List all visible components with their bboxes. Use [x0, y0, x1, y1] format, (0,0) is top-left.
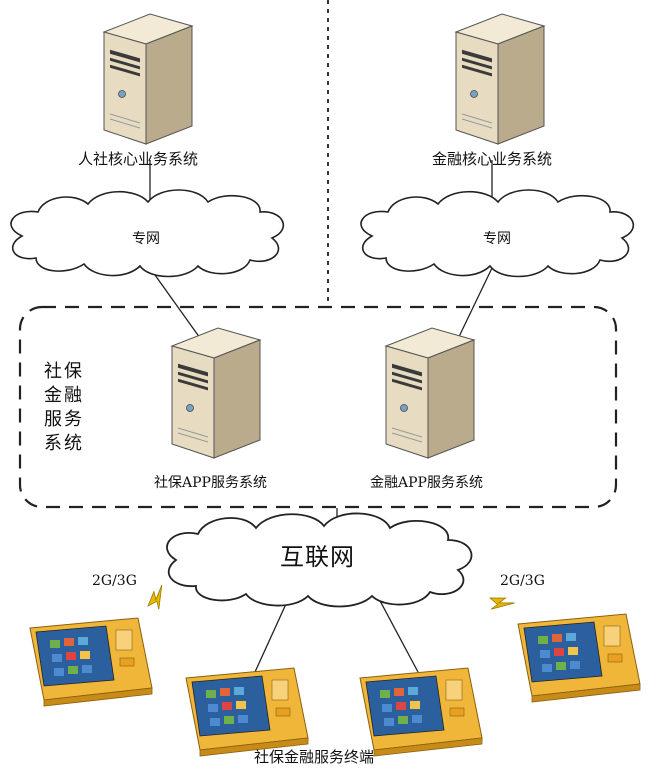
cloud-icon [360, 189, 634, 278]
server-icon [171, 327, 261, 459]
social-app-service-label: 社保APP服务系统 [154, 475, 267, 491]
wireless-right-label: 2G/3G [500, 573, 545, 589]
terminal-icon [185, 667, 309, 757]
finance-app-service-label: 金融APP服务系统 [370, 475, 483, 491]
cloud-icon [10, 189, 284, 278]
terminal-icon [29, 617, 153, 707]
service-group-title-line: 金融 [44, 385, 84, 406]
service-group-title-line: 系统 [44, 433, 84, 454]
lightning-icon [141, 584, 172, 614]
private-network-right-label: 专网 [483, 231, 511, 247]
terminal-icon [517, 613, 641, 703]
cloud-icon [166, 512, 473, 608]
service-group-box [18, 305, 618, 509]
server-icon [385, 327, 475, 459]
server-icon [455, 13, 545, 145]
private-network-left-label: 专网 [132, 231, 160, 247]
finance-core-system-label: 金融核心业务系统 [432, 150, 553, 168]
wireless-left-label: 2G/3G [92, 573, 137, 589]
service-group-title: 社保 金融 服务 系统 [44, 360, 88, 456]
service-group-title-line: 服务 [44, 409, 84, 430]
terminals-label: 社保金融服务终端 [254, 748, 375, 766]
lightning-icon [484, 588, 515, 619]
server-icon [103, 13, 193, 145]
internet-label: 互联网 [280, 543, 355, 571]
terminal-icon [359, 667, 483, 757]
service-group-title-line: 社保 [44, 361, 84, 382]
hr-core-system-label: 人社核心业务系统 [78, 150, 199, 168]
